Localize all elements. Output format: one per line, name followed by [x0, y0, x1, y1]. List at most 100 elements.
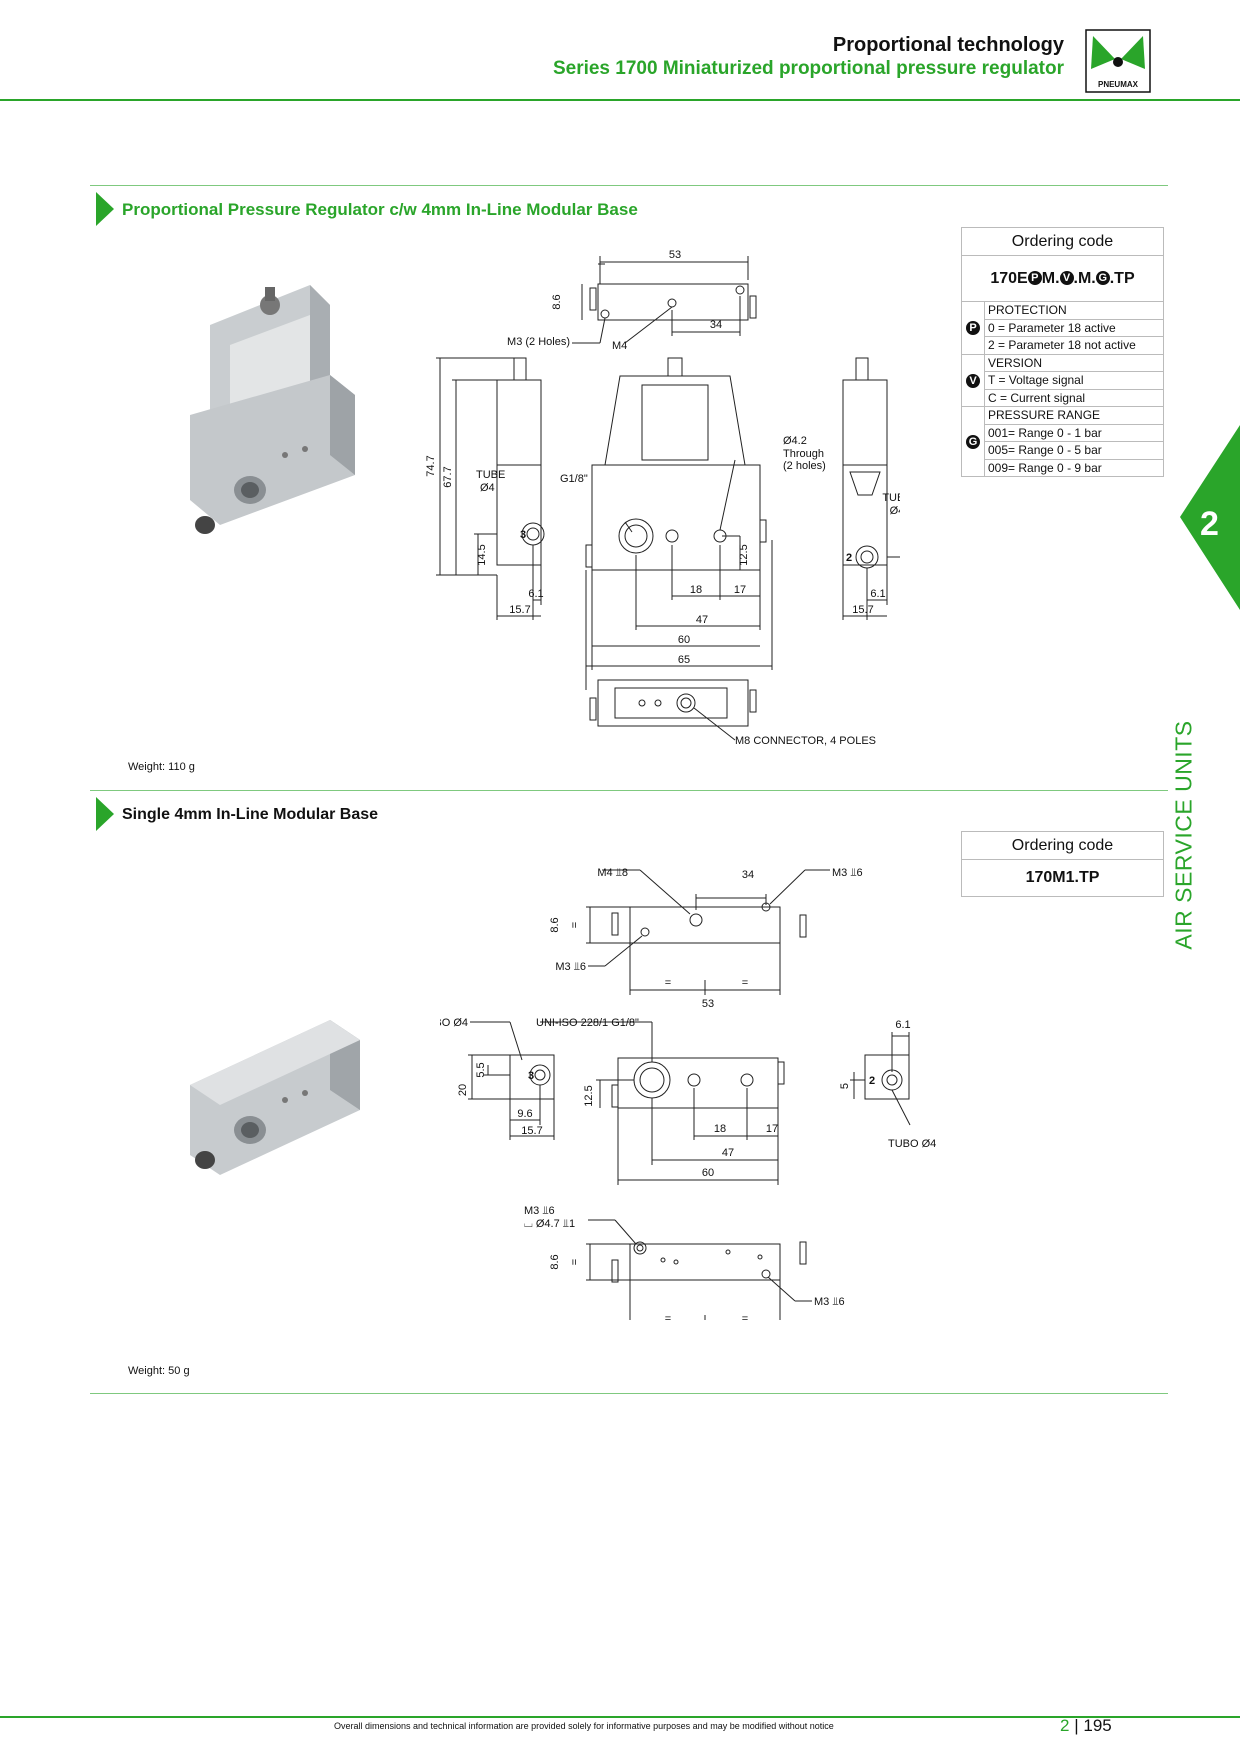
dim-34: 34 — [710, 319, 722, 331]
header-title: Proportional technology — [832, 34, 1064, 56]
group-title-protection: PROTECTION — [984, 301, 1164, 320]
section2-weight: Weight: 50 g — [128, 1365, 190, 1377]
ordering-heading: Ordering code — [961, 227, 1164, 256]
dim-18: 18 — [690, 584, 702, 596]
label-m3-depth-right: M3 ⫫6 — [814, 1296, 845, 1308]
dim-15-7: 15.7 — [521, 1125, 542, 1137]
dim-5-5: 5.5 — [475, 1062, 487, 1077]
label-o4-right: Ø4 — [890, 505, 900, 517]
dim-47: 47 — [696, 614, 708, 626]
ordering-heading-2: Ordering code — [961, 831, 1164, 860]
section2-title: Single 4mm In-Line Modular Base — [122, 806, 379, 823]
dim-34: 34 — [742, 869, 754, 881]
dim-53: 53 — [702, 998, 714, 1010]
ordering-code-2: 170M1.TP — [961, 859, 1164, 897]
port-2: 2 — [869, 1075, 875, 1087]
dim-6-1: 6.1 — [895, 1019, 910, 1031]
label-m4-depth: M4 ⫫8 — [597, 867, 628, 879]
port-2: 2 — [846, 552, 852, 564]
label-m3-holes: M3 (2 Holes) — [507, 336, 570, 348]
label-o4-2: Ø4.2 — [783, 435, 807, 447]
page-number: 2 | 195 — [1060, 1716, 1112, 1735]
eq-4: = — [742, 1313, 748, 1320]
drawing-base: M4 ⫫8 M3 ⫫6 34 8.6 = = = M3 ⫫6 53 TUBO Ø… — [440, 867, 936, 1320]
section1-rule — [90, 185, 1168, 186]
eq-v: = — [569, 922, 581, 928]
label-through: Through — [783, 448, 824, 460]
option: 009= Range 0 - 9 bar — [984, 458, 1164, 477]
dim-14-5: 14.5 — [476, 544, 488, 565]
header-subtitle: Series 1700 Miniaturized proportional pr… — [552, 58, 1064, 79]
section2-rule — [90, 790, 1168, 791]
option: 001= Range 0 - 1 bar — [984, 423, 1164, 442]
dim-65: 65 — [678, 654, 690, 666]
eq-1: = — [665, 977, 671, 989]
footer-rule — [0, 1716, 1240, 1718]
badge-version: V — [966, 373, 980, 388]
section1-weight: Weight: 110 g — [128, 761, 195, 773]
section1-arrow-icon — [96, 192, 114, 226]
label-tube-right: TUBE — [882, 492, 900, 504]
label-tubo-left: TUBO Ø4 — [440, 1017, 468, 1029]
group-title-range: PRESSURE RANGE — [984, 406, 1164, 425]
product-photo-base — [190, 1020, 360, 1175]
dim-17: 17 — [734, 584, 746, 596]
dim-17: 17 — [766, 1123, 778, 1135]
label-m8-connector: M8 CONNECTOR, 4 POLES — [735, 735, 876, 747]
option: 0 = Parameter 18 active — [984, 318, 1164, 337]
dim-74-7: 74.7 — [425, 455, 437, 476]
label-counterbore: ⌴ Ø4.7 ⫫1 — [524, 1218, 575, 1230]
badge-range: G — [966, 434, 980, 449]
label-tubo-right: TUBO Ø4 — [888, 1138, 936, 1150]
option: 2 = Parameter 18 not active — [984, 336, 1164, 355]
label-g18: G1/8" — [560, 473, 588, 485]
dim-6-1-left: 6.1 — [528, 588, 543, 600]
group-title-version: VERSION — [984, 353, 1164, 372]
label-o4-left: Ø4 — [480, 482, 495, 494]
section2-bottom-rule — [90, 1393, 1168, 1394]
dim-15-7-left: 15.7 — [509, 604, 530, 616]
dim-47: 47 — [722, 1147, 734, 1159]
pneumax-logo: PNEUMAX — [1085, 29, 1151, 93]
dim-9-6: 9.6 — [517, 1108, 532, 1120]
header-rule — [0, 99, 1240, 101]
dim-12-5: 12.5 — [583, 1085, 595, 1106]
dim-8-6: 8.6 — [549, 917, 561, 932]
eq-2: = — [742, 977, 748, 989]
dim-60: 60 — [702, 1167, 714, 1179]
logo-text: PNEUMAX — [1098, 80, 1139, 89]
dim-8-6-bottom: 8.6 — [549, 1254, 561, 1269]
eq-3: = — [665, 1313, 671, 1320]
product-photo-regulator — [190, 285, 355, 534]
option: 005= Range 0 - 5 bar — [984, 441, 1164, 460]
chapter-number: 2 — [1200, 505, 1219, 543]
label-uni-iso: UNI-ISO 228/1 G1/8" — [536, 1017, 639, 1029]
dim-12-5: 12.5 — [738, 544, 750, 565]
label-m4: M4 — [612, 340, 627, 352]
chapter-tab — [1180, 425, 1240, 610]
dim-67-7: 67.7 — [442, 466, 454, 487]
section2-arrow-icon — [96, 797, 114, 831]
option: T = Voltage signal — [984, 371, 1164, 390]
dim-53: 53 — [669, 249, 681, 261]
badge-protection: P — [966, 321, 980, 336]
port-3: 3 — [528, 1070, 534, 1082]
dim-5: 5 — [839, 1083, 851, 1089]
dim-60: 60 — [678, 634, 690, 646]
drawing-regulator: 53 8.6 34 M3 (2 Holes) M4 74.7 67.7 TUBE… — [425, 249, 900, 747]
label-tube-left: TUBE — [476, 469, 505, 481]
label-m3-depth-top: M3 ⫫6 — [832, 867, 863, 879]
footer-note: Overall dimensions and technical informa… — [334, 1721, 834, 1731]
dim-20: 20 — [457, 1084, 469, 1096]
dim-15-7-right: 15.7 — [852, 604, 873, 616]
label-m3-depth-bottom: M3 ⫫6 — [524, 1205, 555, 1217]
dim-6-1-right: 6.1 — [870, 588, 885, 600]
label-m3-depth-left: M3 ⫫6 — [555, 961, 586, 973]
label-two-holes: (2 holes) — [783, 460, 826, 472]
port-3: 3 — [520, 529, 526, 541]
chapter-label: AIR SERVICE UNITS — [1170, 720, 1197, 950]
option: C = Current signal — [984, 388, 1164, 407]
eq-v-bottom: = — [569, 1259, 581, 1265]
